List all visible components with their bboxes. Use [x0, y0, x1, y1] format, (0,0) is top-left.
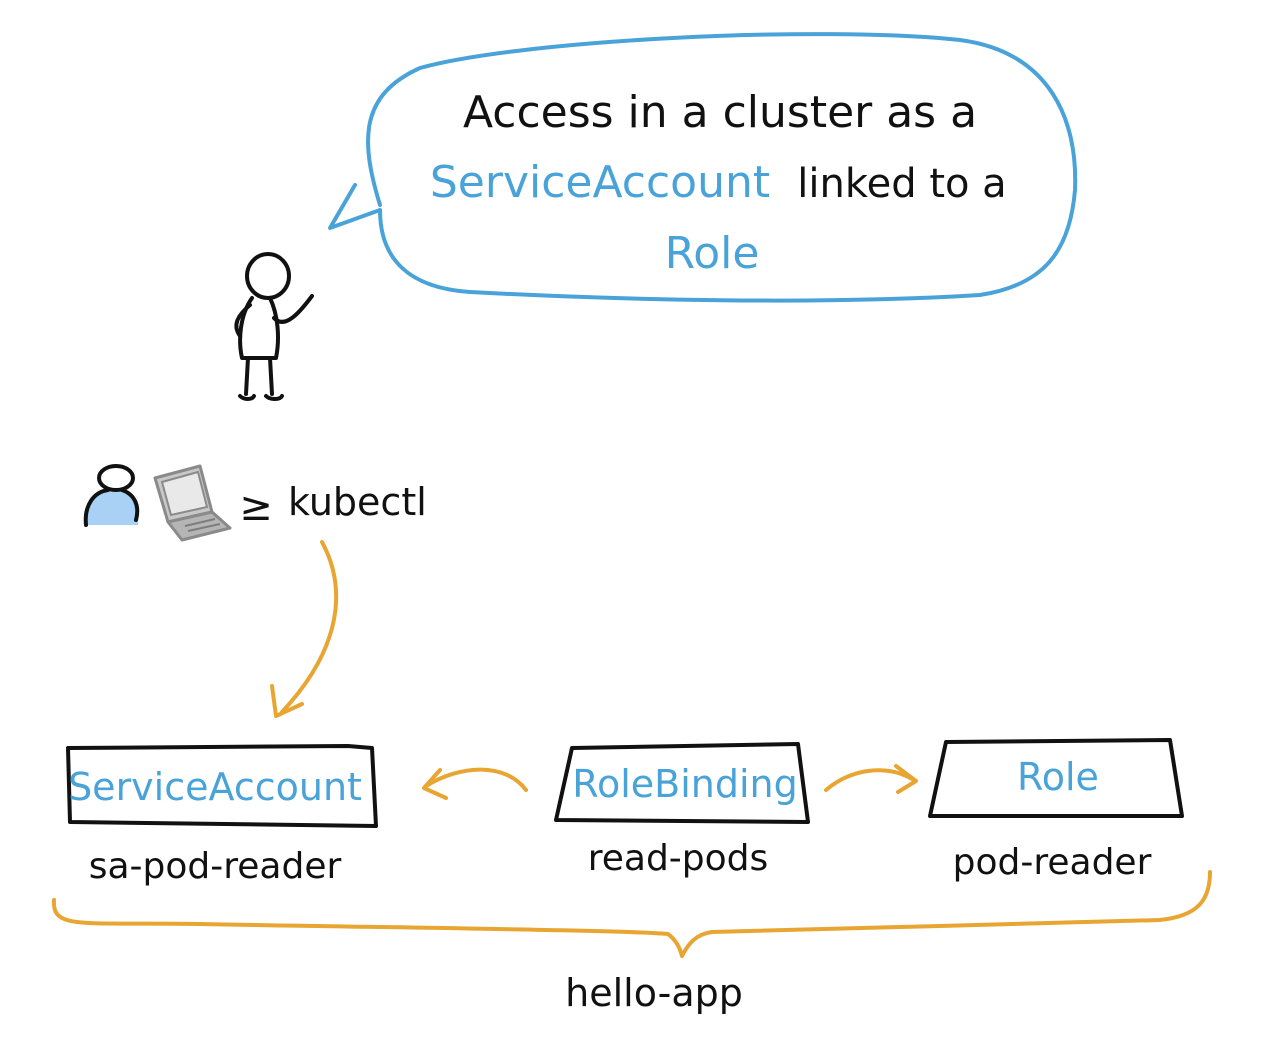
serviceaccount-box-title: ServiceAccount	[68, 765, 362, 809]
serviceaccount-name: sa-pod-reader	[89, 846, 342, 887]
laptop-icon	[153, 464, 232, 542]
stick-figure-icon	[234, 252, 314, 401]
kubectl-command: kubectl	[288, 480, 427, 524]
role-name: pod-reader	[953, 842, 1152, 883]
serviceaccount-box: ServiceAccount	[66, 744, 378, 828]
role-box-title: Role	[1017, 755, 1099, 799]
namespace-brace	[51, 870, 1212, 958]
prompt-symbol: ≥	[239, 484, 273, 530]
namespace-label: hello-app	[565, 971, 743, 1015]
bubble-role-highlight: Role	[665, 228, 760, 279]
kubectl-to-serviceaccount-arrow	[270, 540, 339, 718]
rolebinding-box: RoleBinding	[554, 742, 810, 824]
speech-bubble-outline	[328, 32, 1078, 303]
bubble-line-2-rest: linked to a	[797, 161, 1006, 207]
terminal-command: ≥ kubectl	[239, 480, 427, 530]
rolebinding-to-serviceaccount-arrow	[422, 767, 528, 800]
bubble-line-1: Access in a cluster as a	[463, 87, 977, 138]
bubble-serviceaccount-highlight: ServiceAccount	[430, 157, 770, 208]
rolebinding-name: read-pods	[588, 838, 769, 879]
user-avatar-icon	[83, 464, 140, 527]
rolebinding-to-role-arrow	[824, 764, 918, 794]
speech-bubble: Access in a cluster as a ServiceAccount …	[328, 32, 1078, 303]
role-box: Role	[928, 738, 1184, 818]
rolebinding-box-title: RoleBinding	[572, 762, 797, 806]
